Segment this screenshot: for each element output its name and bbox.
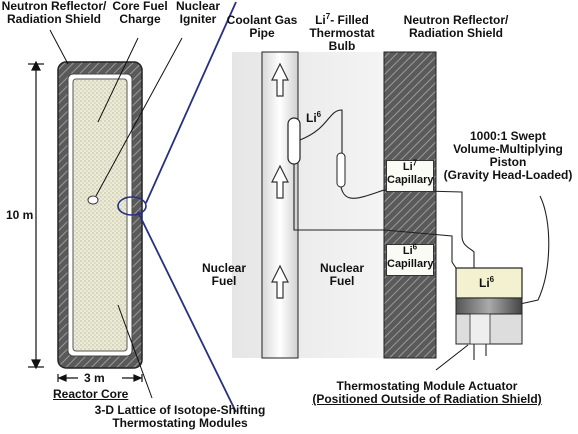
width-dimension-label: 3 m xyxy=(84,371,105,385)
right-leader-lines xyxy=(435,344,469,371)
li7-capillary-label: Li7 Capillary xyxy=(386,158,434,192)
actuator-label-line1: Thermostating Module Actuator xyxy=(336,379,518,393)
flow-arrows xyxy=(271,62,289,299)
nuclear-fuel-region xyxy=(232,52,384,358)
piston-label: 1000:1 Swept Volume-Multiplying Piston (… xyxy=(440,130,576,182)
thermostat-bulb-label: Li7- Filled Thermostat Bulb xyxy=(300,12,384,53)
piston-label-line4: (Gravity Head-Loaded) xyxy=(443,168,573,182)
li6-bulb-text: Li xyxy=(306,111,317,125)
capillary-tubes xyxy=(293,109,550,360)
cap6-li-text: Li xyxy=(402,245,413,257)
nuclear-fuel-label-right-line1: Nuclear xyxy=(319,261,365,275)
actuator-label: Thermostating Module Actuator (Positione… xyxy=(296,380,558,406)
actuator-label-line2: (Positioned Outside of Radiation Shield) xyxy=(312,392,542,406)
li6-capillary-label-line2: Capillary xyxy=(387,258,434,270)
li6-bulb-superscript: 6 xyxy=(316,110,322,119)
cap7-superscript: 7 xyxy=(412,158,418,168)
reflector-label-right-line2: Radiation Shield xyxy=(408,26,503,40)
core-fuel-label-line1: Core Fuel xyxy=(112,0,168,13)
cap6-superscript: 6 xyxy=(412,242,418,252)
zoom-lines xyxy=(137,1,237,413)
reactor-core xyxy=(57,61,147,369)
coolant-pipe-label: Coolant Gas Pipe xyxy=(226,14,298,40)
reactor-core-label: Reactor Core xyxy=(53,387,129,401)
actuator-li-superscript: 6 xyxy=(489,275,495,284)
reflector-label-left-line1: Neutron Reflector/ xyxy=(1,0,107,13)
igniter-label-line1: Nuclear xyxy=(175,0,221,13)
nuclear-fuel-label-left: Nuclear Fuel xyxy=(196,262,252,288)
li6-capillary-label-line1: Li6 xyxy=(387,242,433,258)
piston-label-line1: 1000:1 Swept xyxy=(469,129,547,143)
coolant-pipe xyxy=(261,51,299,359)
bulb-filled-text: - Filled xyxy=(330,13,369,27)
reflector-wall xyxy=(383,51,437,359)
lattice-label-line2: Thermostating Modules xyxy=(112,416,248,430)
igniter-label-line2: Igniter xyxy=(179,12,217,26)
detail-view xyxy=(232,51,550,371)
nuclear-igniter xyxy=(87,195,99,205)
li7-capillary-label-line2: Capillary xyxy=(387,174,434,186)
li7-capillary-label-line1: Li7 xyxy=(387,158,433,174)
li6-capillary-label: Li6 Capillary xyxy=(386,242,434,276)
actuator-li6-label: Li6 xyxy=(479,275,495,290)
nuclear-fuel-label-right: Nuclear Fuel xyxy=(314,262,370,288)
nuclear-fuel-label-right-line2: Fuel xyxy=(329,274,355,288)
core-fuel-label-line2: Charge xyxy=(119,12,161,26)
actuator-li6-chamber xyxy=(455,267,523,299)
dimension-marks xyxy=(28,60,143,382)
coolant-pipe-label-line2: Pipe xyxy=(249,26,275,40)
core-fuel-charge xyxy=(72,78,128,352)
piston-label-line3: Piston xyxy=(489,155,527,169)
li7-bulb xyxy=(336,152,346,188)
module-highlight-circle xyxy=(117,196,147,216)
reflector-label-left: Neutron Reflector/ Radiation Shield xyxy=(0,0,108,26)
lattice-label-line1: 3-D Lattice of Isotope-Shifting xyxy=(94,403,266,417)
thermostat-bulb-label-line1: Li7- Filled xyxy=(300,12,384,27)
actuator-rod xyxy=(469,313,491,345)
actuator-piston xyxy=(455,297,523,315)
bulb-li-text: Li xyxy=(315,13,326,27)
cap7-li-text: Li xyxy=(402,161,413,173)
core-fuel-label: Core Fuel Charge xyxy=(108,0,172,26)
bulb-li-superscript: 7 xyxy=(325,12,331,21)
reflector-label-right-line1: Neutron Reflector/ xyxy=(403,13,509,27)
reflector-label-left-line2: Radiation Shield xyxy=(6,12,101,26)
li6-bulb-label: Li6 xyxy=(306,110,322,125)
lattice-label: 3-D Lattice of Isotope-Shifting Thermost… xyxy=(82,404,278,430)
thermostat-bulb-label-line2: Thermostat xyxy=(309,26,375,40)
nuclear-fuel-label-left-line2: Fuel xyxy=(211,274,237,288)
nuclear-fuel-label-left-line1: Nuclear xyxy=(201,261,247,275)
thermostat-bulb-label-line3: Bulb xyxy=(328,39,356,53)
reflector-label-right: Neutron Reflector/ Radiation Shield xyxy=(396,14,516,40)
piston-label-line2: Volume-Multiplying xyxy=(453,142,563,156)
left-leader-lines xyxy=(49,29,183,399)
height-dimension-label: 10 m xyxy=(6,208,34,222)
coolant-pipe-label-line1: Coolant Gas xyxy=(226,13,298,27)
igniter-label: Nuclear Igniter xyxy=(170,0,226,26)
li6-bulb xyxy=(287,117,301,165)
actuator-li-text: Li xyxy=(479,276,490,290)
